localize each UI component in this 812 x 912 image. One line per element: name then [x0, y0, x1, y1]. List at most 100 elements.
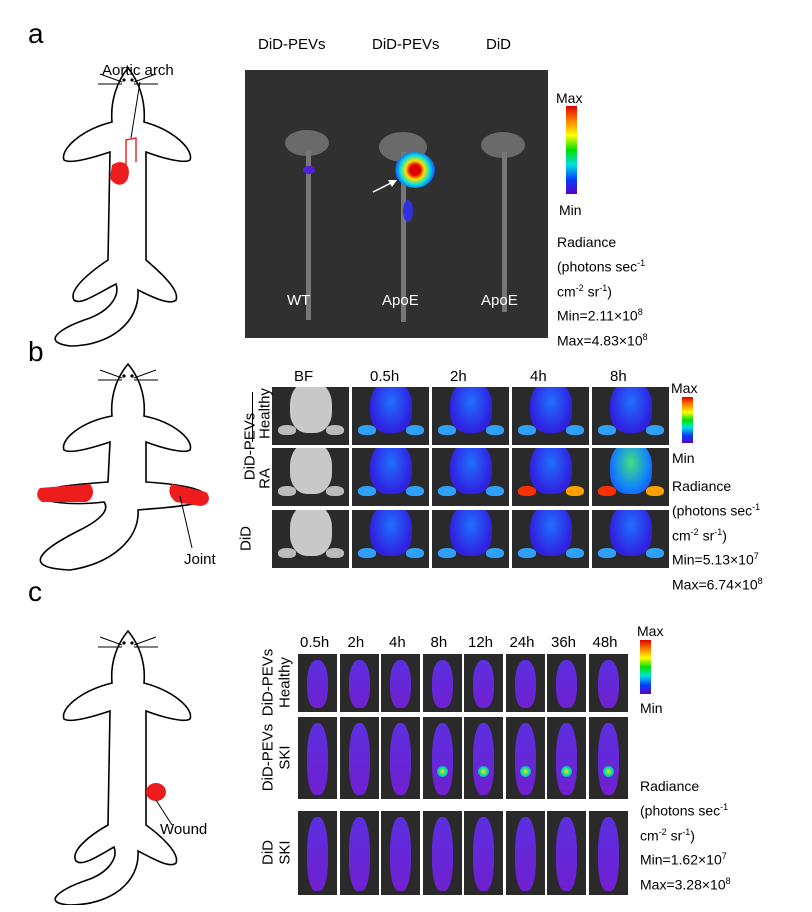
image-label: ApoE — [382, 292, 419, 309]
wound-signal — [519, 766, 531, 778]
mouse-body — [610, 387, 652, 433]
aorta-image: WT ApoE ApoE — [245, 70, 548, 338]
image-cell — [464, 654, 503, 712]
arrow-icon — [372, 180, 397, 193]
mouse-paw — [278, 425, 296, 435]
mouse-body — [597, 817, 619, 891]
wound-signal — [478, 766, 489, 778]
mouse-body — [290, 448, 332, 494]
mouse-paw — [326, 548, 344, 558]
mouse-body — [450, 510, 492, 556]
mouse-paw — [598, 548, 616, 558]
image-label: WT — [287, 292, 311, 309]
col-header: 48h — [592, 634, 618, 651]
mouse-paw — [278, 486, 296, 496]
mouse-paw — [518, 486, 536, 496]
mouse-paw — [326, 425, 344, 435]
joint-lesion-right — [169, 484, 209, 506]
mouse-paw — [646, 486, 664, 496]
mouse-body — [473, 723, 494, 795]
mouse-body — [348, 817, 370, 891]
radiance-legend: Radiance (photons sec-1 cm-2 sr-1) Min=5… — [672, 478, 763, 593]
image-cell — [432, 510, 509, 568]
mouse-body — [610, 448, 652, 494]
group-divider — [252, 392, 253, 442]
image-cell — [352, 387, 429, 445]
group-label: DiD-PEVs — [259, 723, 277, 792]
image-cell — [381, 717, 420, 799]
col-header: 0.5h — [370, 368, 400, 385]
mouse-body — [431, 723, 453, 795]
colorbar-max-label: Max — [637, 623, 664, 639]
mouse-body — [348, 660, 370, 708]
group-label: DiD — [237, 526, 255, 551]
mouse-diagram-a — [54, 66, 192, 347]
mouse-body — [307, 660, 328, 708]
mouse-body — [514, 817, 536, 891]
group-label: DiD — [259, 840, 277, 865]
row-label: Healthy — [256, 388, 274, 439]
image-cell — [588, 654, 628, 712]
radiance-legend: Radiance (photons sec-1 cm-2 sr-1) Min=2… — [557, 234, 648, 349]
row-label: SKI — [276, 745, 294, 770]
wound-signal — [602, 766, 614, 778]
joint-lesion-left — [37, 484, 93, 502]
aortic-arch-label: Aortic arch — [102, 62, 174, 79]
panel-a-label: a — [28, 18, 44, 49]
mouse-body — [514, 723, 536, 795]
mouse-paw — [358, 486, 376, 496]
col-header: 8h — [610, 368, 627, 385]
mouse-paw — [598, 486, 616, 496]
colorbar-max-label: Max — [556, 90, 583, 106]
mouse-paw — [566, 425, 584, 435]
mouse-paw — [518, 548, 536, 558]
mouse-body — [307, 817, 328, 891]
mouse-paw — [438, 486, 456, 496]
mouse-paw — [278, 548, 296, 558]
mouse-body — [514, 660, 536, 708]
image-cell — [547, 654, 586, 712]
image-cell — [381, 654, 420, 712]
image-label: ApoE — [481, 292, 518, 309]
mouse-body — [390, 817, 411, 891]
row-label: Healthy — [276, 657, 294, 708]
mouse-body — [597, 723, 619, 795]
colorbar — [566, 106, 577, 194]
image-cell — [592, 510, 669, 568]
group-label: DiD-PEVs — [259, 648, 277, 717]
colorbar-min-label: Min — [559, 202, 582, 218]
mouse-paw — [486, 425, 504, 435]
image-cell — [298, 811, 337, 895]
mouse-body — [290, 510, 332, 556]
colorbar — [682, 397, 693, 443]
image-cell — [464, 717, 503, 799]
mouse-paw — [358, 425, 376, 435]
mouse-body — [530, 387, 572, 433]
image-cell — [352, 510, 429, 568]
colorbar-min-label: Min — [672, 450, 695, 466]
mouse-body — [610, 510, 652, 556]
image-cell — [432, 448, 509, 506]
image-cell — [298, 717, 337, 799]
mouse-body — [390, 723, 411, 795]
mouse-body — [390, 660, 411, 708]
image-cell — [432, 387, 509, 445]
colorbar — [640, 640, 651, 694]
image-cell — [272, 448, 349, 506]
mouse-body — [473, 817, 494, 891]
image-cell — [547, 811, 586, 895]
mouse-paw — [406, 486, 424, 496]
wound-signal — [561, 766, 572, 778]
mouse-body — [370, 510, 412, 556]
image-cell — [505, 717, 545, 799]
mouse-paw — [406, 425, 424, 435]
panel-c-label: c — [28, 576, 42, 607]
mouse-paw — [326, 486, 344, 496]
mouse-paw — [486, 486, 504, 496]
mouse-paw — [566, 486, 584, 496]
mouse-body — [597, 660, 619, 708]
mouse-body — [450, 387, 492, 433]
aortic-arch-signal — [395, 152, 435, 188]
panel-b-label: b — [28, 336, 44, 367]
